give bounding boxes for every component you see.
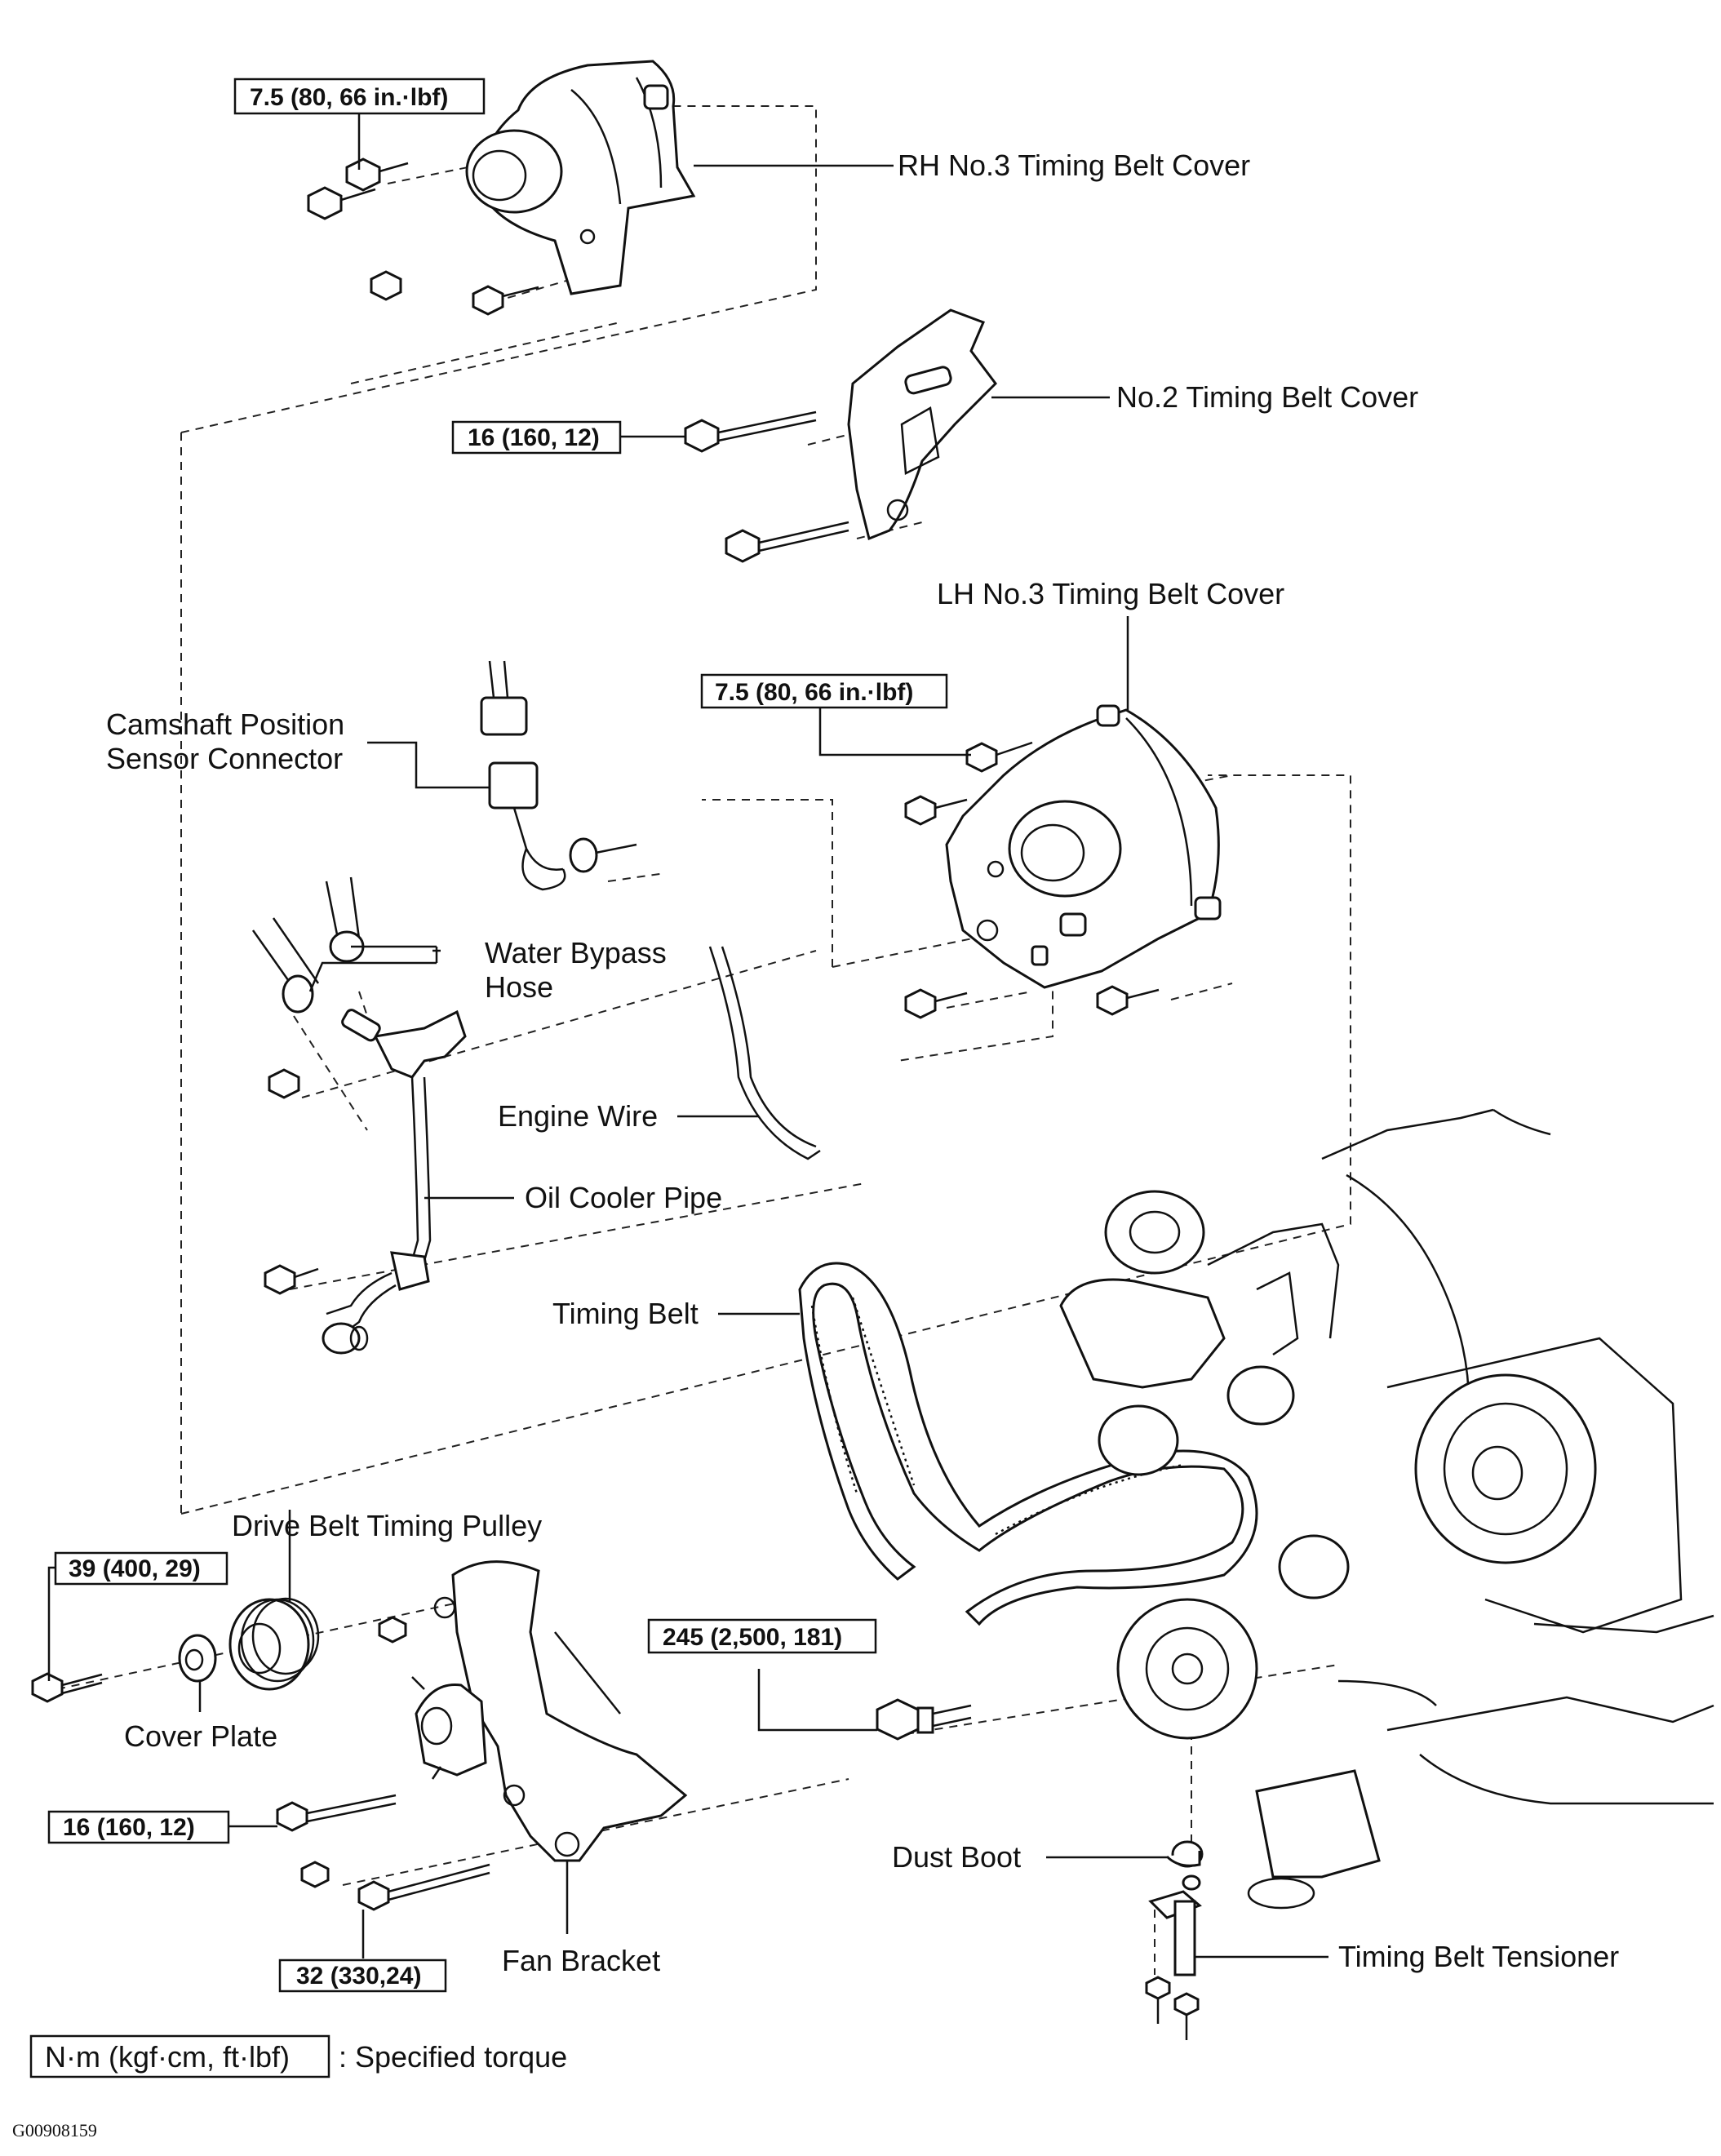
label-rh-no3-cover: RH No.3 Timing Belt Cover — [898, 149, 1250, 182]
svg-text:7.5 (80, 66 in.·lbf): 7.5 (80, 66 in.·lbf) — [250, 84, 448, 111]
svg-text:32 (330,24): 32 (330,24) — [296, 1963, 421, 1990]
torque-box-pulley-bolt: 39 (400, 29) — [54, 1551, 228, 1586]
engine-block-drawing — [1059, 1108, 1714, 1910]
rh-no3-timing-belt-cover-drawing — [465, 60, 696, 295]
legend-unit-text: : Specified torque — [339, 2040, 567, 2074]
torque-box-crank-bolt: 245 (2,500, 181) — [647, 1618, 877, 1654]
label-engine-wire: Engine Wire — [498, 1099, 658, 1133]
rh-cover-bolts — [307, 157, 539, 316]
part-labels: RH No.3 Timing Belt Cover No.2 Timing Be… — [106, 149, 1619, 1977]
drive-belt-timing-pulley-drawing — [228, 1597, 320, 1691]
torque-box-no2-cover: 16 (160, 12) — [451, 420, 622, 455]
label-water-bypass-line1: Water Bypass — [485, 936, 667, 969]
oil-cooler-pipe-drawing — [264, 1009, 467, 1355]
label-timing-belt: Timing Belt — [552, 1297, 699, 1330]
svg-text:7.5 (80, 66 in.·lbf): 7.5 (80, 66 in.·lbf) — [715, 679, 913, 706]
torque-box-fan-bracket-bolt: 16 (160, 12) — [47, 1810, 230, 1844]
figure-code: G00908159 — [12, 2120, 97, 2140]
engine-wire-drawing — [708, 946, 821, 1160]
torque-box-rh-cover: 7.5 (80, 66 in.·lbf) — [233, 78, 486, 115]
torque-box-lh-cover: 7.5 (80, 66 in.·lbf) — [700, 673, 948, 709]
leader-lines — [47, 113, 1328, 1959]
crank-bolt-drawing — [876, 1698, 972, 1741]
svg-text:39 (400, 29): 39 (400, 29) — [69, 1555, 201, 1582]
label-camshaft-sensor-line1: Camshaft Position — [106, 708, 344, 741]
cover-plate-drawing — [178, 1634, 217, 1683]
camshaft-position-sensor-connector-drawing — [480, 660, 637, 891]
label-lh-no3-cover: LH No.3 Timing Belt Cover — [937, 577, 1284, 610]
label-drive-belt-timing-pulley: Drive Belt Timing Pulley — [232, 1509, 542, 1542]
label-cover-plate: Cover Plate — [124, 1719, 277, 1753]
crankshaft-pulley-drawing — [1116, 1598, 1258, 1740]
svg-text:16 (160, 12): 16 (160, 12) — [468, 424, 600, 451]
label-fan-bracket: Fan Bracket — [502, 1944, 660, 1977]
torque-legend: N·m (kgf·cm, ft·lbf) : Specified torque — [29, 2034, 567, 2078]
lh-no3-timing-belt-cover-drawing — [945, 704, 1222, 989]
label-dust-boot: Dust Boot — [892, 1840, 1021, 1874]
label-oil-cooler-pipe: Oil Cooler Pipe — [525, 1181, 722, 1214]
svg-text:16 (160, 12): 16 (160, 12) — [63, 1814, 195, 1841]
no2-timing-belt-cover-drawing — [684, 308, 997, 563]
label-timing-belt-tensioner: Timing Belt Tensioner — [1338, 1940, 1619, 1973]
timing-belt-drawing — [798, 1262, 1258, 1626]
label-camshaft-sensor-line2: Sensor Connector — [106, 742, 343, 775]
legend-unit-box: N·m (kgf·cm, ft·lbf) — [45, 2040, 290, 2074]
dust-boot-drawing — [1165, 1840, 1204, 1868]
label-water-bypass-line2: Hose — [485, 970, 553, 1004]
torque-box-fan-bracket-bolt2: 32 (330,24) — [278, 1959, 447, 1993]
fan-bracket-bolts — [276, 1794, 490, 1911]
svg-text:245 (2,500, 181): 245 (2,500, 181) — [663, 1624, 842, 1651]
pulley-bolt-drawing — [31, 1672, 103, 1703]
timing-belt-tensioner-drawing — [1145, 1874, 1202, 2040]
label-no2-cover: No.2 Timing Belt Cover — [1116, 380, 1418, 414]
lh-cover-bolts — [904, 741, 1160, 1019]
fan-bracket-drawing — [378, 1560, 688, 1862]
water-bypass-hose-drawing — [251, 876, 365, 1014]
torque-spec-boxes: 7.5 (80, 66 in.·lbf) 16 (160, 12) 7.5 (8… — [47, 78, 948, 1993]
